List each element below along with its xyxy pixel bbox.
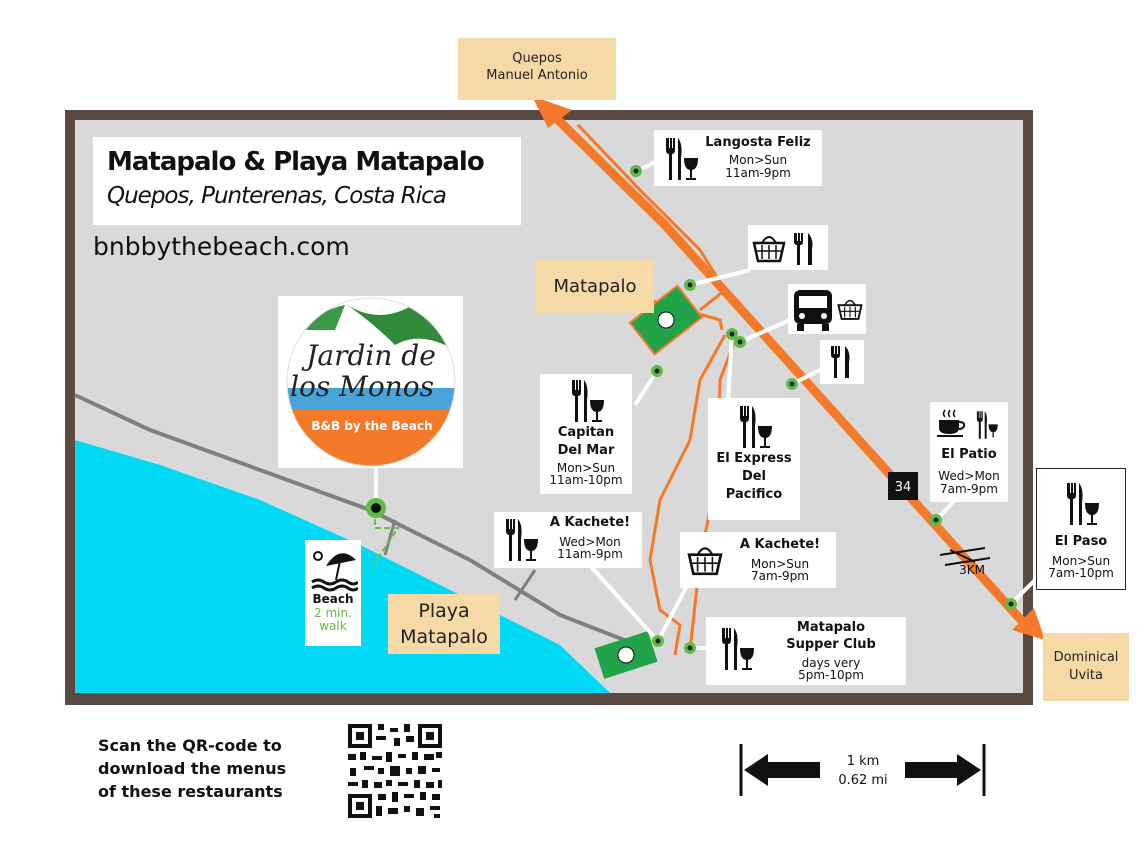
restaurant-name-1: El Express: [716, 451, 792, 466]
restaurant-hours: 7am-10pm: [1048, 566, 1114, 580]
title-card: Matapalo & Playa Matapalo Quepos, Punter…: [93, 137, 521, 225]
local-road: [576, 123, 727, 312]
fork-knife-wine-icon: [1067, 483, 1099, 525]
basket-icon: [687, 547, 723, 576]
highway-arrow-south: [1012, 608, 1045, 640]
fork-knife-wine-icon: [506, 519, 538, 561]
logo-text-1: Jardin de: [301, 339, 436, 372]
restaurant-name: A Kachete!: [549, 515, 631, 530]
restaurant-hours: 11am-9pm: [725, 166, 791, 180]
beach-umbrella-icon: [311, 551, 358, 592]
restaurant-hours: 11am-10pm: [549, 473, 623, 487]
fork-knife-wine-icon: [976, 411, 998, 439]
logo-text-2: los Monos: [290, 370, 434, 403]
beach-card: Beach 2 min. walk: [305, 540, 361, 646]
website-link[interactable]: bnbbythebeach.com: [93, 232, 350, 261]
restaurant-name: Langosta Feliz: [705, 135, 811, 150]
page-title: Matapalo & Playa Matapalo: [107, 147, 485, 177]
coffee-cup-icon: [937, 409, 966, 437]
restaurant-days: Mon>Sun: [728, 153, 788, 167]
restaurant-name-1: Capitan: [557, 425, 615, 440]
restaurant-name-1: Matapalo: [796, 620, 866, 635]
fork-knife-icon: [831, 346, 850, 378]
restaurant-days: Mon>Sun: [1051, 554, 1111, 568]
card-supper-club[interactable]: Matapalo Supper Club days very 5pm-10pm: [706, 617, 906, 685]
highway-arrow-north: [532, 96, 572, 128]
restaurant-name: A Kachete!: [739, 537, 821, 552]
basket-icon: [752, 236, 786, 263]
restaurant-days: Wed>Mon: [938, 469, 1000, 483]
card-restaurant-small[interactable]: [820, 340, 864, 384]
logo-tagline: B&B by the Beach: [311, 419, 432, 433]
card-a-kachete-market[interactable]: A Kachete! Mon>Sun 7am-9pm: [680, 532, 836, 588]
basket-icon: [837, 299, 863, 320]
beach-label: Beach: [312, 592, 354, 606]
road-distance: 3KM: [959, 563, 985, 577]
beach-path: [369, 510, 400, 571]
restaurant-name-2: Del Mar: [557, 443, 615, 458]
card-el-patio[interactable]: El Patio Wed>Mon 7am-9pm: [930, 402, 1008, 502]
road-34-badge: [888, 472, 918, 500]
fork-knife-icon: [794, 233, 813, 265]
place-playa-matapalo: Playa Matapalo: [388, 594, 500, 654]
soccer-field-playa: [594, 631, 658, 679]
restaurant-hours: 11am-9pm: [557, 547, 623, 561]
restaurant-hours: 7am-9pm: [751, 569, 809, 583]
scale-label: 1 km 0.62 mi: [838, 754, 888, 788]
card-a-kachete-restaurant[interactable]: A Kachete! Wed>Mon 11am-9pm: [494, 512, 642, 568]
place-matapalo: Matapalo: [536, 260, 654, 313]
restaurant-days: Mon>Sun: [556, 461, 616, 475]
card-market-restaurant[interactable]: [748, 225, 828, 270]
place-dominical: Dominical Uvita: [1043, 633, 1129, 701]
scale-bar: [739, 744, 986, 796]
restaurant-days: days very: [801, 656, 861, 670]
beach-walk-2: walk: [319, 619, 347, 633]
place-quepos: Quepos Manuel Antonio: [458, 38, 616, 100]
road-34-number: 34: [895, 480, 912, 495]
restaurant-days: Mon>Sun: [750, 557, 810, 571]
qr-instructions: Scan the QR-code to download the menus o…: [98, 736, 287, 801]
fork-knife-wine-icon: [572, 380, 604, 422]
restaurant-days: Wed>Mon: [559, 535, 621, 549]
page-subtitle: Quepos, Punterenas, Costa Rica: [107, 183, 447, 209]
card-el-express[interactable]: El Express Del Pacifico: [708, 398, 800, 520]
restaurant-hours: 5pm-10pm: [798, 668, 864, 682]
fork-knife-wine-icon: [722, 628, 754, 670]
restaurant-hours: 7am-9pm: [940, 482, 998, 496]
fork-knife-wine-icon: [666, 138, 698, 180]
restaurant-name: El Patio: [941, 447, 997, 462]
restaurant-name-2: Del: [741, 469, 767, 484]
restaurant-name-3: Pacifico: [725, 487, 783, 502]
restaurant-name: El Paso: [1054, 534, 1108, 549]
card-capitan-del-mar[interactable]: Capitan Del Mar Mon>Sun 11am-10pm: [540, 374, 632, 494]
qr-code[interactable]: [346, 722, 444, 820]
card-bus-stop[interactable]: [788, 284, 866, 334]
card-el-paso[interactable]: El Paso Mon>Sun 7am-10pm: [1036, 468, 1126, 590]
fork-knife-wine-icon: [740, 406, 772, 448]
restaurant-name-2: Supper Club: [786, 637, 876, 652]
bus-icon: [794, 290, 832, 331]
card-langosta-feliz[interactable]: Langosta Feliz Mon>Sun 11am-9pm: [654, 130, 822, 186]
beach-walk-1: 2 min.: [314, 606, 352, 620]
